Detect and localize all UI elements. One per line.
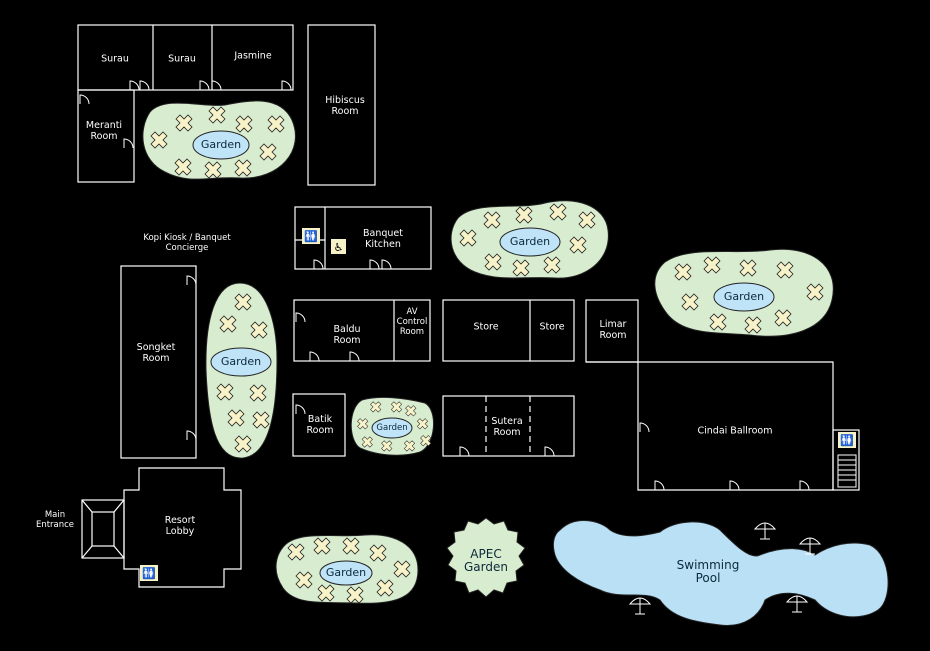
svg-text:🚻: 🚻: [840, 434, 854, 447]
room-label-resort-lobby: Resort Lobby: [164, 515, 196, 537]
garden-label-2: Garden: [509, 235, 551, 248]
building-walls: [77, 24, 860, 588]
main-entrance-canopy: [81, 499, 125, 559]
songket-room-walls: [120, 265, 197, 459]
room-label-jasmine: Jasmine: [234, 50, 272, 62]
room-label-meranti: Meranti Room: [85, 120, 123, 142]
hibiscus-room-walls: [307, 24, 376, 186]
garden-6: [275, 534, 419, 604]
room-label-hibiscus: Hibiscus Room: [325, 95, 365, 117]
garden-label-5: Garden: [376, 423, 408, 433]
garden-label-3: Garden: [723, 290, 765, 303]
svg-text:🚻: 🚻: [142, 567, 156, 580]
meranti-room-walls: [77, 89, 135, 183]
label-apec-garden: APEC Garden: [464, 547, 508, 574]
room-label-store-1: Store: [473, 321, 499, 333]
garden-1: [142, 100, 296, 180]
swimming-pool: [552, 520, 889, 626]
resort-lobby-walls: [123, 467, 242, 588]
room-label-batik: Batik Room: [306, 414, 334, 436]
garden-3: [654, 248, 834, 337]
garden-label-4: Garden: [220, 355, 262, 368]
room-label-baldu: Baldu Room: [333, 324, 361, 346]
room-label-limar: Limar Room: [599, 319, 627, 341]
garden-4: [205, 282, 278, 459]
sutera-room-walls: [442, 395, 575, 457]
room-label-sutera: Sutera Room: [491, 416, 523, 438]
room-label-surau-1: Surau: [101, 53, 129, 65]
stairs-icon: [837, 454, 857, 488]
garden-label-1: Garden: [200, 138, 242, 151]
garden-5: [350, 396, 435, 456]
beach-umbrella-icon: [628, 522, 822, 615]
restroom-icon: 🚻 🚻 🚻: [140, 228, 856, 581]
garden-2: [450, 200, 609, 279]
label-main-entrance: Main Entrance: [35, 510, 75, 530]
label-swimming-pool: Swimming Pool: [676, 558, 740, 585]
apec-garden: [446, 517, 526, 598]
surau-jasmine-block: [77, 24, 294, 91]
room-label-cindai-ballroom: Cindai Ballroom: [697, 425, 773, 437]
room-label-banquet-kitchen: Banquet Kitchen: [363, 228, 403, 250]
garden-label-6: Garden: [325, 566, 367, 579]
store-walls: [442, 299, 575, 362]
room-label-surau-2: Surau: [168, 53, 196, 65]
baldu-room-walls: [293, 299, 431, 362]
svg-text:🚻: 🚻: [304, 230, 318, 243]
wheelchair-icon: ♿: [331, 239, 346, 254]
room-label-av-control: AV Control Room: [396, 307, 428, 337]
room-label-songket: Songket Room: [136, 342, 176, 364]
room-label-store-2: Store: [539, 321, 565, 333]
room-label-kopi-kiosk: Kopi Kiosk / Banquet Concierge: [143, 233, 231, 253]
batik-room-walls: [292, 393, 346, 457]
banquet-kitchen-walls: [294, 206, 432, 270]
svg-text:♿: ♿: [334, 241, 344, 254]
